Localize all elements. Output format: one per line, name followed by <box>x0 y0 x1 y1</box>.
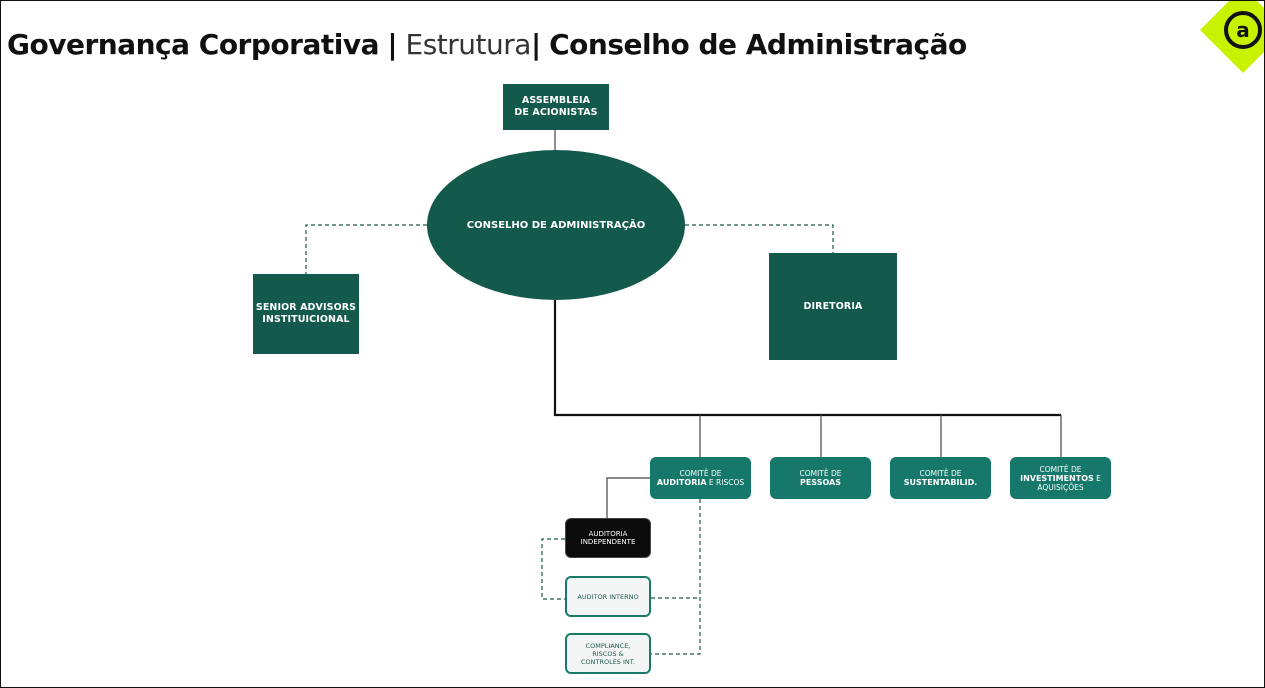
title-separator: | <box>387 28 398 61</box>
title-separator-2: | <box>530 28 541 61</box>
comite-pessoas-bold: PESSOAS <box>799 478 841 487</box>
logo-glyph: a <box>1236 18 1250 42</box>
comite-pessoas-pre: COMITÊ DE <box>799 469 842 478</box>
comite-investimentos-bold: INVESTIMENTOS <box>1020 473 1094 483</box>
comite-auditoria-text: COMITÊ DE AUDITORIA E RISCOS <box>657 469 744 487</box>
diretoria-box: DIRETORIA <box>769 253 897 360</box>
comite-sustentabilidade-text: COMITÊ DE SUSTENTABILID. <box>904 469 978 487</box>
title-page: Conselho de Administração <box>549 28 967 61</box>
comite-sustentabilidade-bold: SUSTENTABILID. <box>903 478 978 487</box>
comite-investimentos-box: COMITÊ DE INVESTIMENTOS E AQUISIÇÕES <box>1010 457 1111 499</box>
comite-auditoria-box: COMITÊ DE AUDITORIA E RISCOS <box>650 457 751 499</box>
diretoria-label: DIRETORIA <box>803 300 863 312</box>
comite-auditoria-bold: AUDITORIA <box>656 478 707 487</box>
auditor-interno-label: AUDITOR INTERNO <box>577 592 639 601</box>
title-section: Estrutura <box>405 28 532 61</box>
comite-auditoria-pre: COMITÊ DE <box>679 469 722 478</box>
page-title: Governança Corporativa | Estrutura| Cons… <box>7 27 967 63</box>
comite-pessoas-box: COMITÊ DE PESSOAS <box>770 457 871 499</box>
compliance-label: COMPLIANCE, RISCOS & CONTROLES INT. <box>580 641 636 666</box>
comite-investimentos-post: E AQUISIÇÕES <box>1037 473 1101 492</box>
compliance-box: COMPLIANCE, RISCOS & CONTROLES INT. <box>565 633 651 674</box>
senior-advisors-box: SENIOR ADVISORS INSTITUICIONAL <box>253 274 359 354</box>
comite-auditoria-post: E RISCOS <box>706 478 745 487</box>
assembleia-label: ASSEMBLEIA DE ACIONISTAS <box>514 95 598 118</box>
assembleia-box: ASSEMBLEIA DE ACIONISTAS <box>503 84 609 130</box>
senior-advisors-label: SENIOR ADVISORS INSTITUICIONAL <box>255 302 357 325</box>
comite-sustentabilidade-box: COMITÊ DE SUSTENTABILID. <box>890 457 991 499</box>
comite-investimentos-text: COMITÊ DE INVESTIMENTOS E AQUISIÇÕES <box>1020 465 1101 492</box>
at-sign-logo-icon: a <box>1200 1 1264 73</box>
auditoria-independente-label: AUDITORIA INDEPENDENTE <box>580 529 636 547</box>
conselho-ellipse: CONSELHO DE ADMINISTRAÇÃO <box>427 150 685 300</box>
conselho-label: CONSELHO DE ADMINISTRAÇÃO <box>466 219 646 231</box>
auditor-interno-box: AUDITOR INTERNO <box>565 576 651 617</box>
auditoria-independente-box: AUDITORIA INDEPENDENTE <box>565 518 651 558</box>
comite-pessoas-text: COMITÊ DE PESSOAS <box>799 469 841 487</box>
comite-investimentos-pre: COMITÊ DE <box>1039 464 1082 474</box>
title-main: Governança Corporativa <box>7 28 379 61</box>
comite-sustentabilidade-pre: COMITÊ DE <box>919 469 962 478</box>
